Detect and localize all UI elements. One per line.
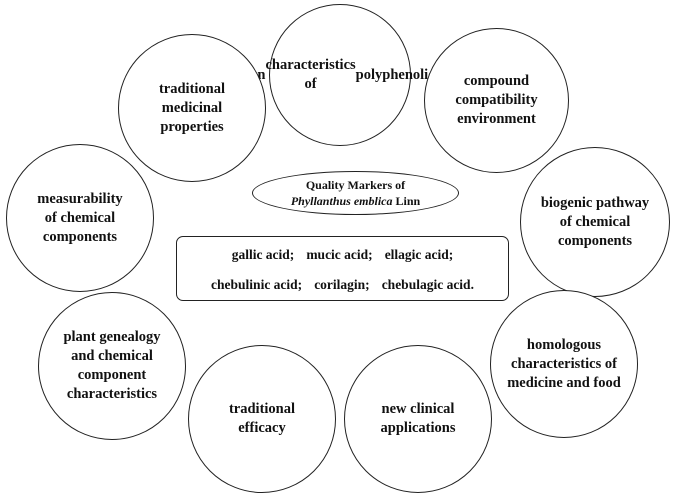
node-biogenic-pathway: biogenic pathway of chemical components: [520, 147, 670, 297]
node-line: medicine and food: [507, 374, 621, 391]
marker-compound: ellagic acid;: [384, 247, 454, 262]
node-traditional-medicinal-properties: traditional medicinal properties: [118, 34, 266, 182]
marker-compound: mucic acid;: [306, 247, 373, 262]
node-line: properties: [160, 118, 224, 135]
node-line: of chemical: [44, 209, 116, 226]
node-line: component: [77, 367, 147, 383]
node-line: traditional: [228, 401, 296, 417]
node-line: applications: [380, 420, 456, 436]
node-homologous-characteristics: homologous characteristics of medicine a…: [490, 290, 638, 438]
marker-compound: chebulinic acid;: [211, 277, 303, 292]
node-line: new clinical: [381, 401, 455, 417]
node-line: biogenic pathway: [540, 194, 650, 211]
node-line: measurability: [37, 190, 123, 207]
node-line: compound: [463, 73, 530, 89]
node-line: characteristics of: [511, 355, 617, 372]
marker-compound: corilagin;: [314, 277, 370, 292]
node-line: and chemical: [71, 348, 153, 364]
node-line: characteristics of: [265, 57, 356, 92]
node-line: environment: [457, 111, 536, 127]
node-line: plant genealogy: [63, 329, 161, 345]
title-line-1: Quality Markers of: [305, 178, 406, 192]
node-line: compatibility: [455, 92, 538, 108]
marker-compound: gallic acid;: [231, 247, 295, 262]
marker-compound: chebulagic acid.: [381, 277, 474, 292]
node-compound-compatibility: compound compatibility environment: [424, 28, 569, 173]
node-line: efficacy: [238, 420, 286, 436]
marker-row-1: gallic acid; mucic acid; ellagic acid;: [177, 247, 508, 263]
marker-row-2: chebulinic acid; corilagin; chebulagic a…: [177, 277, 508, 293]
node-line: components: [42, 228, 118, 245]
node-line: characteristics: [66, 386, 158, 402]
quality-markers-title: Quality Markers of Phyllanthus emblica L…: [252, 171, 459, 215]
node-line: of chemical: [559, 213, 631, 230]
node-line: medicinal: [161, 99, 223, 116]
title-line-2: Phyllanthus emblica Linn: [291, 193, 420, 209]
node-line: components: [557, 232, 633, 249]
node-measurability: measurability of chemical components: [6, 144, 154, 292]
node-plant-genealogy: plant genealogy and chemical component c…: [38, 292, 186, 440]
node-line: traditional: [158, 80, 226, 97]
marker-compounds-box: gallic acid; mucic acid; ellagic acid; c…: [176, 236, 509, 301]
node-traditional-efficacy: traditional efficacy: [188, 345, 336, 493]
node-new-clinical-applications: new clinical applications: [344, 345, 492, 493]
node-line: homologous: [526, 336, 602, 353]
species-authority: Linn: [392, 194, 421, 208]
node-line: polyphenolic: [355, 66, 435, 83]
species-name: Phyllanthus emblica: [290, 194, 393, 208]
node-transformation-characteristics: transformation characteristics of polyph…: [171, 4, 509, 146]
